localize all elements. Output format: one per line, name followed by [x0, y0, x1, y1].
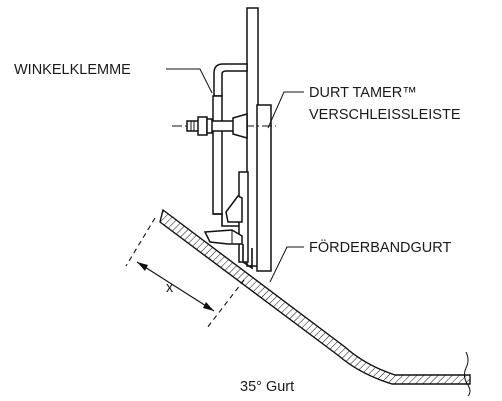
belt-section — [159, 208, 471, 385]
label-wear-strip-line2: VERSCHLEISSLEISTE — [309, 107, 461, 123]
leader-angle-clamp — [166, 68, 213, 94]
clamp-bottom — [213, 213, 240, 227]
label-angle-clamp: WINKELKLEMME — [14, 62, 131, 78]
label-caption: 35° Gurt — [240, 379, 294, 395]
angle-clamp — [213, 63, 248, 97]
clamp-body — [212, 95, 223, 215]
bolt-head — [232, 113, 248, 139]
bolt-nut — [197, 116, 208, 136]
label-belt: FÖRDERBANDGURT — [309, 238, 451, 256]
dimension-arrow-2 — [203, 302, 214, 311]
label-dimension-x: x — [166, 280, 174, 296]
belt-break-line — [463, 351, 471, 397]
leader-belt — [269, 246, 304, 283]
dimension-ext-line-1 — [125, 217, 156, 267]
dimension-ext-line-2 — [206, 279, 245, 329]
wear-strip — [256, 104, 272, 272]
wedge-lower — [203, 229, 243, 245]
dimension-arrow-1 — [137, 262, 148, 271]
bolt-washer — [206, 118, 213, 134]
wedge-upper — [225, 195, 243, 223]
seal-tip — [242, 244, 253, 270]
dimension-line — [136, 261, 215, 312]
leader-wear-strip — [267, 91, 304, 129]
label-wear-strip-line1: DURT TAMER™ — [309, 85, 417, 101]
